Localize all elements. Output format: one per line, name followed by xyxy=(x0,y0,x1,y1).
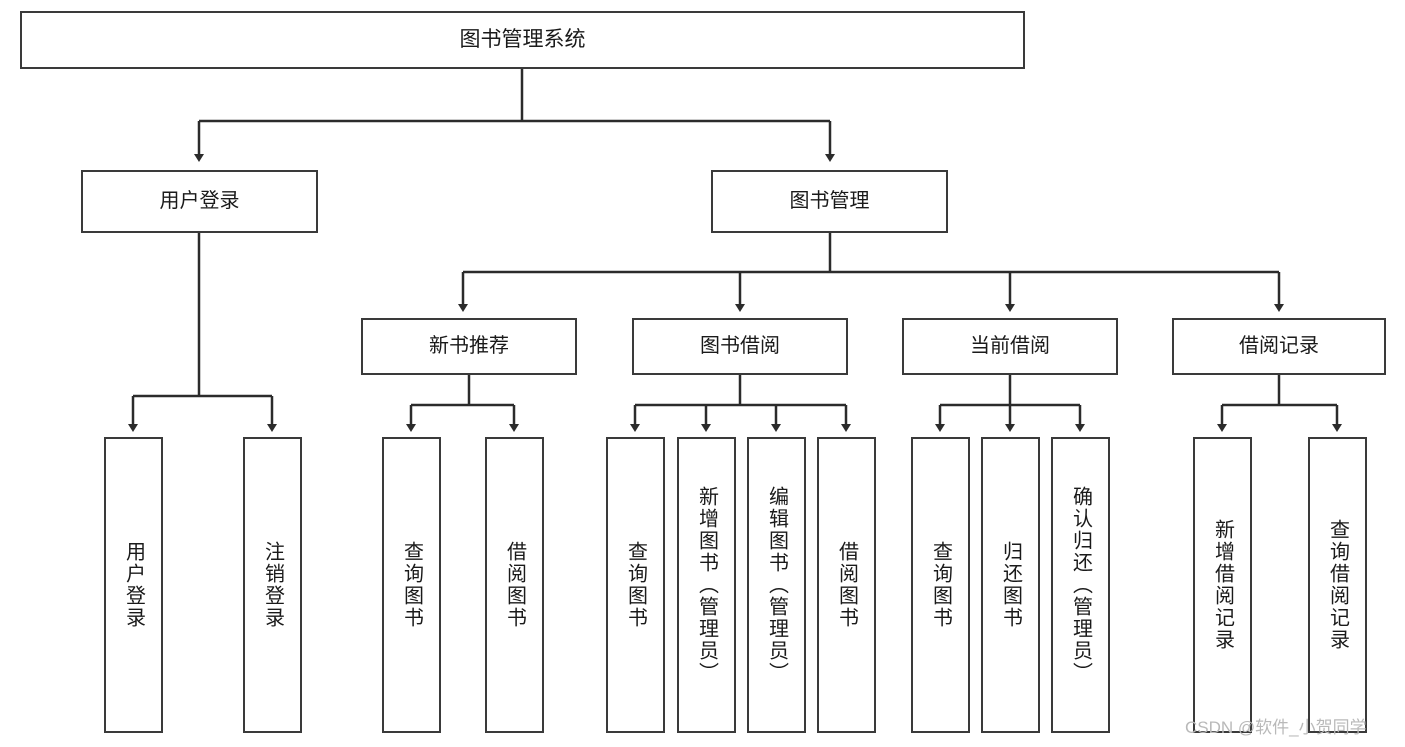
leaf-user-login-login[interactable]: 用户登录 xyxy=(104,437,163,733)
node-label: 查询图书 xyxy=(400,541,423,629)
node-new-book-recommend[interactable]: 新书推荐 xyxy=(361,318,577,375)
leaf-current-borrow-return[interactable]: 归还图书 xyxy=(981,437,1040,733)
node-label: 当前借阅 xyxy=(970,335,1050,357)
leaf-book-borrow-edit[interactable]: 编辑图书（管理员） xyxy=(747,437,806,733)
leaf-borrow-record-query[interactable]: 查询借阅记录 xyxy=(1308,437,1367,733)
node-label: 归还图书 xyxy=(999,541,1022,629)
node-label: 确认归还（管理员） xyxy=(1069,486,1092,684)
leaf-current-borrow-query[interactable]: 查询图书 xyxy=(911,437,970,733)
node-book-borrow[interactable]: 图书借阅 xyxy=(632,318,848,375)
node-label: 借阅图书 xyxy=(503,541,526,629)
node-current-borrow[interactable]: 当前借阅 xyxy=(902,318,1118,375)
node-user-login[interactable]: 用户登录 xyxy=(81,170,318,233)
node-label: 编辑图书（管理员） xyxy=(765,486,788,684)
node-label: 查询借阅记录 xyxy=(1326,519,1349,651)
leaf-book-borrow-borrow[interactable]: 借阅图书 xyxy=(817,437,876,733)
node-label: 查询图书 xyxy=(929,541,952,629)
node-label: 查询图书 xyxy=(624,541,647,629)
node-root-system[interactable]: 图书管理系统 xyxy=(20,11,1025,69)
leaf-book-borrow-query[interactable]: 查询图书 xyxy=(606,437,665,733)
leaf-borrow-record-add[interactable]: 新增借阅记录 xyxy=(1193,437,1252,733)
node-label: 借阅图书 xyxy=(835,541,858,629)
node-label: 图书借阅 xyxy=(700,335,780,357)
leaf-new-book-query[interactable]: 查询图书 xyxy=(382,437,441,733)
node-label: 新增借阅记录 xyxy=(1211,519,1234,651)
node-label: 用户登录 xyxy=(122,541,145,629)
csdn-watermark: CSDN @软件_小贺同学 xyxy=(1185,718,1367,737)
leaf-new-book-borrow[interactable]: 借阅图书 xyxy=(485,437,544,733)
leaf-book-borrow-add[interactable]: 新增图书（管理员） xyxy=(677,437,736,733)
node-label: 用户登录 xyxy=(159,190,240,212)
node-book-management[interactable]: 图书管理 xyxy=(711,170,948,233)
node-label: 新书推荐 xyxy=(429,335,509,357)
node-borrow-record[interactable]: 借阅记录 xyxy=(1172,318,1386,375)
node-label: 借阅记录 xyxy=(1239,335,1319,357)
leaf-current-borrow-confirm-return[interactable]: 确认归还（管理员） xyxy=(1051,437,1110,733)
node-label: 图书管理系统 xyxy=(459,27,586,51)
leaf-user-login-logout[interactable]: 注销登录 xyxy=(243,437,302,733)
node-label: 图书管理 xyxy=(789,190,870,212)
node-label: 新增图书（管理员） xyxy=(695,486,718,684)
node-label: 注销登录 xyxy=(261,541,284,629)
